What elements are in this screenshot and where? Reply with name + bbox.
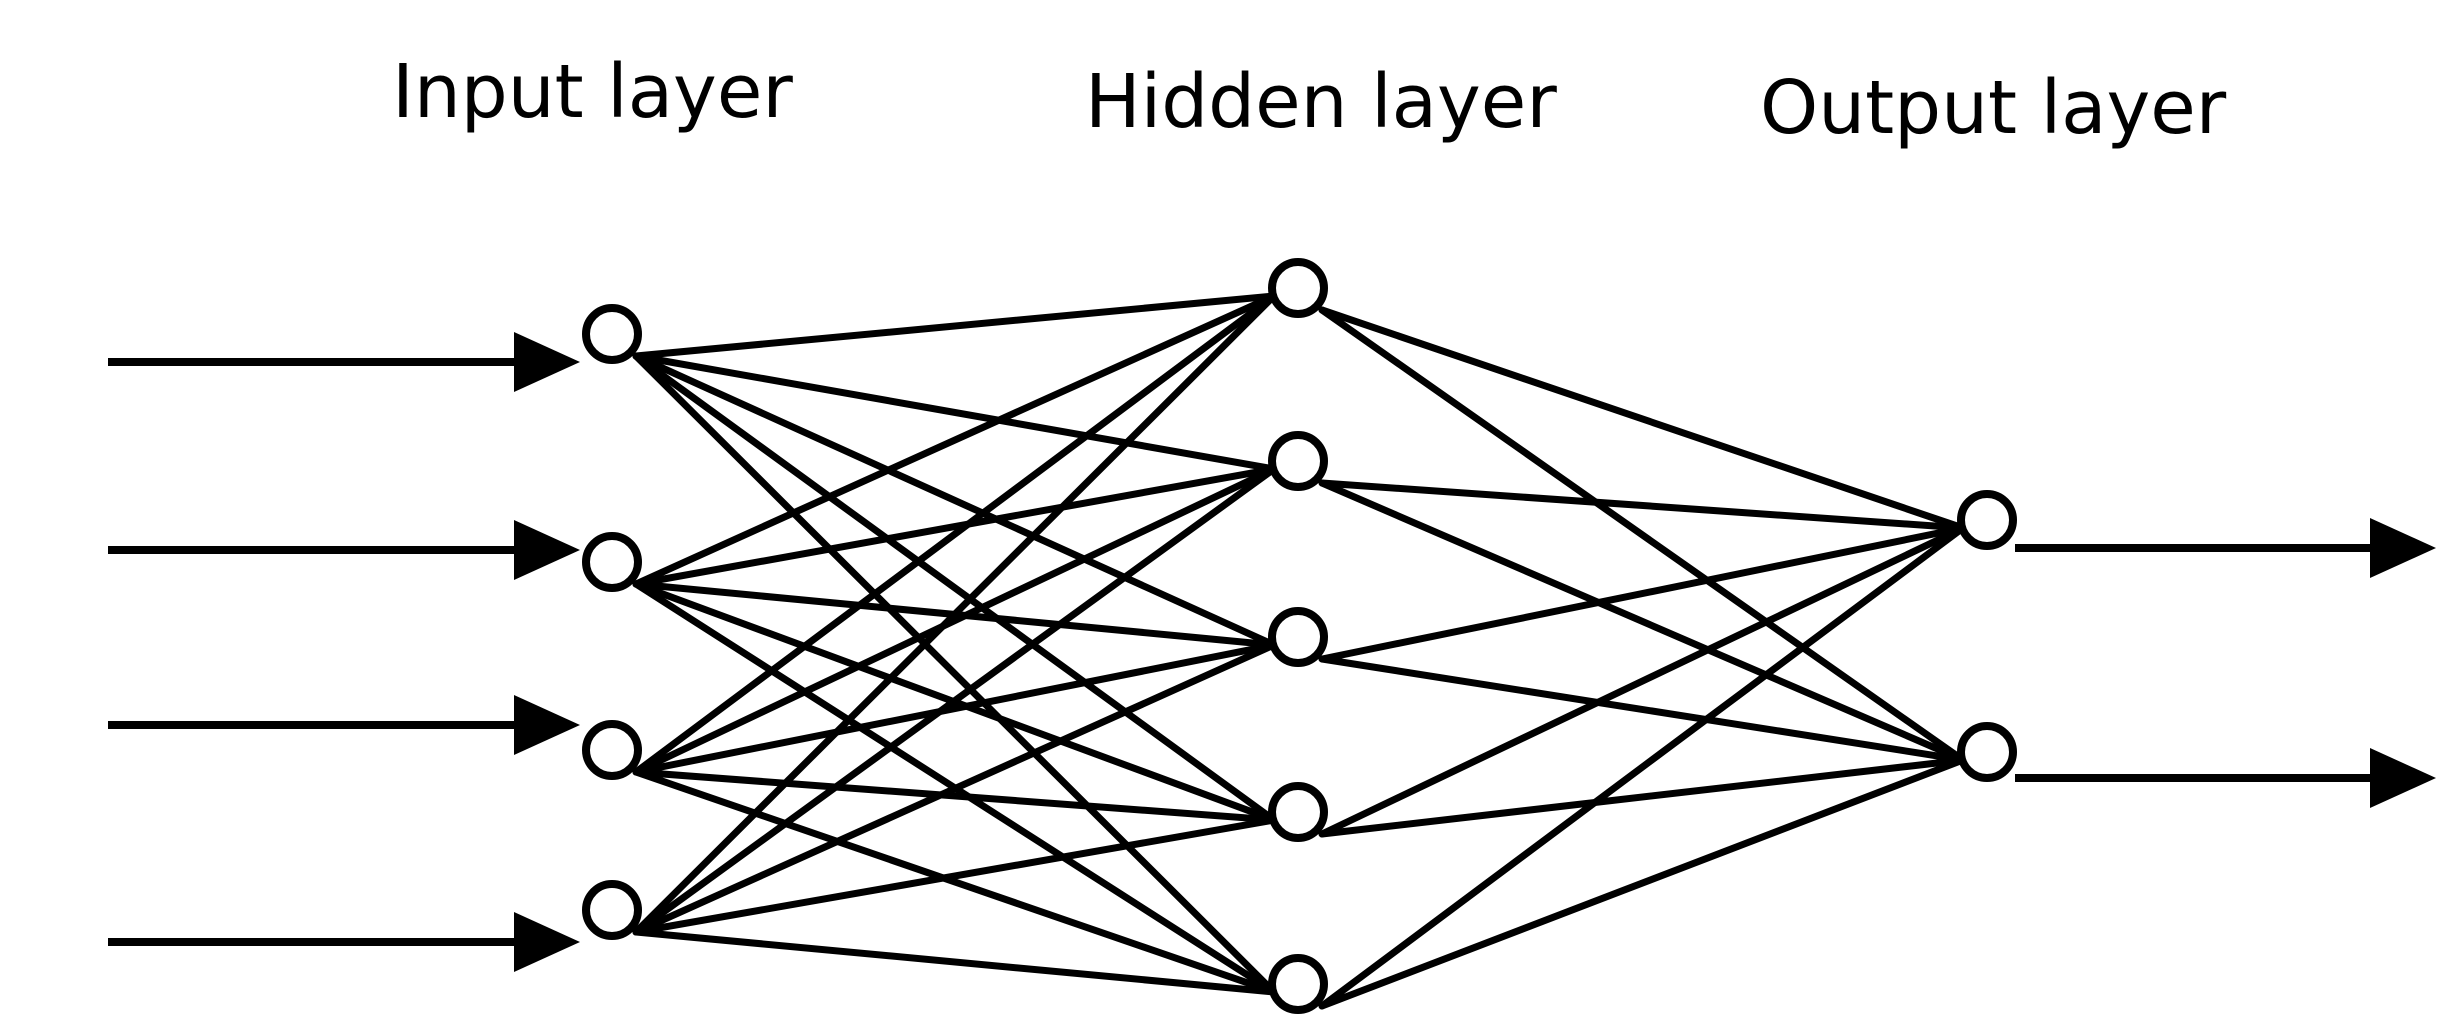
input-node-2 [582,532,642,592]
connection-input-3-to-hidden-2 [632,465,1278,776]
input-node-3 [582,720,642,780]
input-node-1 [582,304,642,364]
hidden-layer-label: Hidden layer [1085,59,1557,145]
hidden-node-3 [1268,607,1328,667]
connection-input-4-to-hidden-2 [632,465,1278,936]
connection-input-1-to-hidden-3 [632,352,1278,649]
neurons [582,258,2017,1014]
connection-input-1-to-hidden-1 [632,292,1278,360]
connection-hidden-3-to-output-1 [1318,524,1967,663]
connection-input-2-to-hidden-1 [632,292,1278,588]
output-layer-label: Output layer [1760,65,2227,151]
connection-hidden-3-to-output-2 [1318,655,1967,764]
connection-hidden-5-to-output-1 [1318,524,1967,1010]
input-arrow-1 [108,332,580,392]
input-arrow-4 [108,912,580,972]
input-arrow-3 [108,695,580,755]
connection-input-3-to-hidden-1 [632,292,1278,776]
connection-input-4-to-hidden-1 [632,292,1278,936]
connection-input-4-to-hidden-4 [632,816,1278,936]
connection-hidden-5-to-output-2 [1318,756,1967,1010]
connection-input-4-to-hidden-3 [632,641,1278,936]
input-layer-label: Input layer [392,49,793,135]
connection-input-4-to-hidden-5 [632,928,1278,996]
connection-hidden-2-to-output-2 [1318,479,1967,764]
output-node-2 [1957,722,2017,782]
connection-input-2-to-hidden-2 [632,465,1278,588]
connection-input-1-to-hidden-4 [632,352,1278,824]
output-arrow-1 [2015,518,2436,578]
output-node-1 [1957,490,2017,550]
connection-hidden-1-to-output-1 [1318,306,1967,532]
connection-input-3-to-hidden-5 [632,768,1278,996]
connection-input-3-to-hidden-3 [632,641,1278,776]
connection-input-1-to-hidden-2 [632,352,1278,473]
input-node-4 [582,880,642,940]
connection-hidden-4-to-output-1 [1318,524,1967,838]
hidden-node-4 [1268,782,1328,842]
connection-hidden-4-to-output-2 [1318,756,1967,838]
output-arrow-2 [2015,748,2436,808]
signal-arrows [108,332,2436,972]
connections [632,292,1967,1010]
connection-input-3-to-hidden-4 [632,768,1278,824]
hidden-node-5 [1268,954,1328,1014]
input-arrow-2 [108,520,580,580]
hidden-node-2 [1268,431,1328,491]
connection-input-1-to-hidden-5 [632,352,1278,996]
connection-hidden-2-to-output-1 [1318,479,1967,532]
hidden-node-1 [1268,258,1328,318]
connection-hidden-1-to-output-2 [1318,306,1967,764]
